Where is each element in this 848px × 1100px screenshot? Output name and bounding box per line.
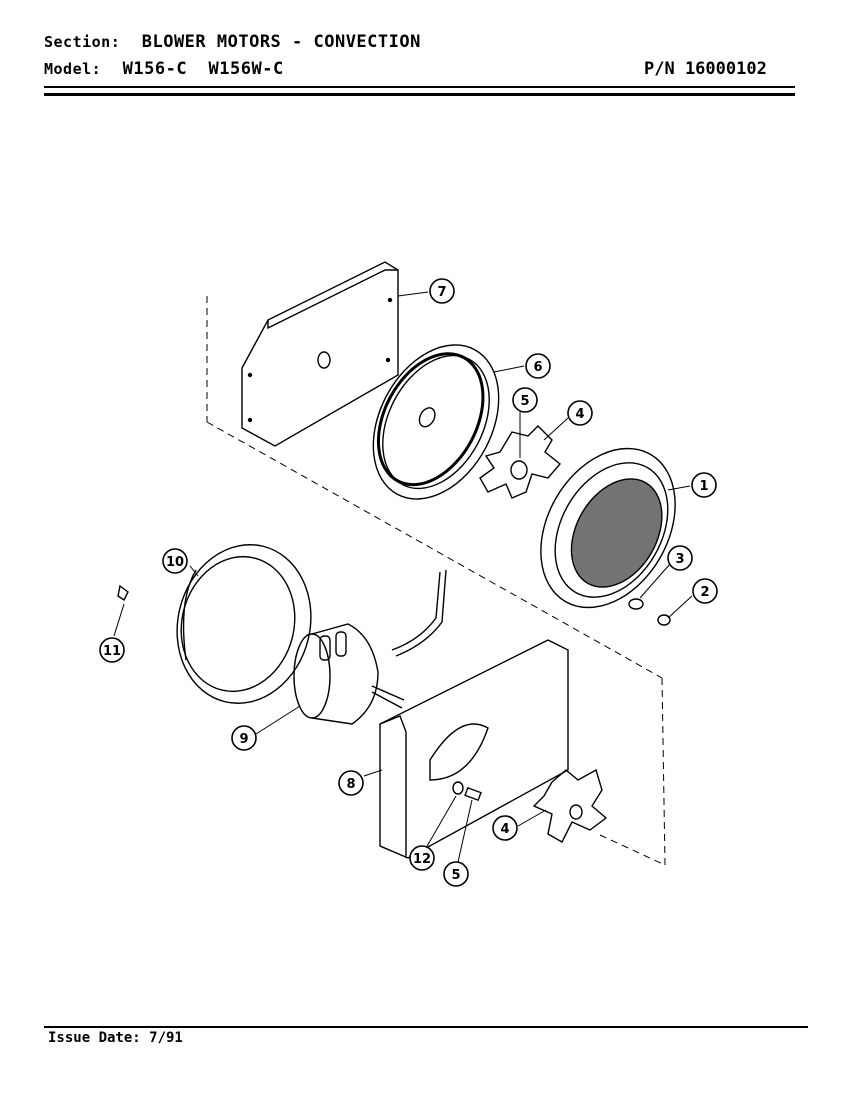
callout-2: 2 <box>692 578 718 604</box>
model-label: Model: <box>44 60 102 78</box>
part-7-back-panel <box>241 261 399 447</box>
callout-5-upper-label: 5 <box>520 394 529 409</box>
callout-9: 9 <box>231 725 257 751</box>
part-5-screw-lower <box>464 786 482 802</box>
part-2-nut <box>657 614 671 626</box>
callout-10: 10 <box>162 548 188 574</box>
section-label: Section: <box>44 33 121 51</box>
callout-4-lower-label: 4 <box>500 822 509 837</box>
callout-5-lower-label: 5 <box>451 868 460 883</box>
callout-6-label: 6 <box>533 360 542 375</box>
callout-3-label: 3 <box>675 552 684 567</box>
section-value: BLOWER MOTORS - CONVECTION <box>141 32 421 52</box>
part-8-bracket <box>379 639 569 859</box>
callout-2-label: 2 <box>700 585 709 600</box>
assembly-guide-lines <box>206 296 666 866</box>
callout-4-lower: 4 <box>492 815 518 841</box>
footer-rule <box>44 1026 808 1028</box>
callout-11: 11 <box>99 637 125 663</box>
model-value: W156-C W156W-C <box>122 59 284 79</box>
callout-8: 8 <box>338 770 364 796</box>
section-heading: Section: BLOWER MOTORS - CONVECTION <box>44 32 421 52</box>
part-10-housing <box>176 544 312 704</box>
part-1-grille <box>540 447 676 609</box>
issue-date: Issue Date: 7/91 <box>48 1030 183 1046</box>
part-12-washer <box>452 781 464 795</box>
header-rule-bottom <box>44 93 795 96</box>
header-rule-top <box>44 86 795 88</box>
callout-5-lower: 5 <box>443 861 469 887</box>
callout-7: 7 <box>429 278 455 304</box>
callout-10-label: 10 <box>166 555 184 570</box>
part-4-impeller-lower <box>532 768 608 843</box>
leader-lines <box>113 291 693 863</box>
callout-9-label: 9 <box>239 732 248 747</box>
part-3-ring <box>628 598 644 610</box>
part-4-impeller-upper <box>479 425 562 499</box>
callout-12-label: 12 <box>413 852 431 867</box>
part-11-screw <box>117 584 129 602</box>
callout-12: 12 <box>409 845 435 871</box>
callouts: 7 6 5 4 1 3 2 10 11 9 8 12 5 4 <box>99 278 718 887</box>
callout-7-label: 7 <box>437 285 446 300</box>
part-9-motor <box>293 569 447 725</box>
callout-3: 3 <box>667 545 693 571</box>
callout-8-label: 8 <box>346 777 355 792</box>
part-number: P/N 16000102 <box>644 59 767 79</box>
callout-4-upper-label: 4 <box>575 407 584 422</box>
callout-1-label: 1 <box>699 479 708 494</box>
callout-11-label: 11 <box>103 644 121 659</box>
callout-1: 1 <box>691 472 717 498</box>
model-heading: Model: W156-C W156W-C <box>44 59 284 79</box>
callout-6: 6 <box>525 353 551 379</box>
callout-5-upper: 5 <box>512 387 538 413</box>
callout-4-upper: 4 <box>567 400 593 426</box>
part-6-ring <box>372 344 500 500</box>
